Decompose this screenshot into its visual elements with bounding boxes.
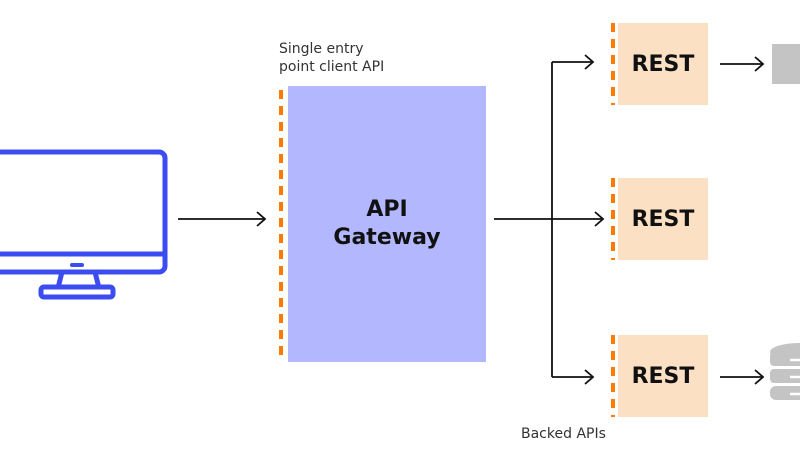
desktop-monitor-icon [0,149,168,300]
rest-backend-label: REST [631,51,695,77]
rest-backend-box[interactable]: REST [618,335,708,417]
external-service-box [772,44,800,84]
rest-backend-label: REST [631,206,695,232]
rest-to-target-arrows [720,56,765,385]
rest-backend-box[interactable]: REST [618,23,708,105]
rest-interface-dashes [611,178,615,260]
gateway-annotation-line1: Single entry [279,41,364,57]
rest-interface-dashes [611,335,615,417]
gateway-to-backends-arrows [494,54,605,385]
client-to-gateway-arrow [178,211,267,227]
gateway-title-line1: API [366,197,408,222]
api-gateway-box[interactable]: API Gateway [288,86,486,362]
backends-annotation: Backed APIs [521,426,606,442]
gateway-annotation-line2: point client API [279,59,385,75]
gateway-interface-dashes [279,90,283,360]
gateway-annotation: Single entry point client API [279,40,384,76]
gateway-title-line2: Gateway [333,225,441,250]
database-icon [770,343,800,400]
rest-backend-label: REST [631,363,695,389]
rest-interface-dashes [611,23,615,105]
rest-backend-box[interactable]: REST [618,178,708,260]
